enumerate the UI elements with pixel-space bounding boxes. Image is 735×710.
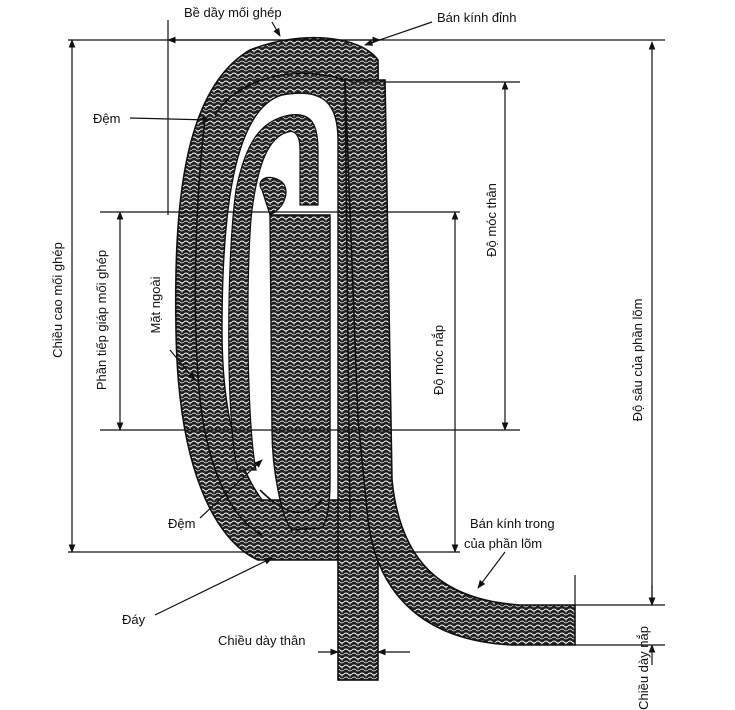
- compound-line-center: [344, 79, 351, 521]
- label-body-hook: Độ móc thân: [484, 183, 499, 257]
- label-crown-radius: Bán kính đỉnh: [437, 10, 517, 25]
- countersink-radius-leader: [477, 551, 506, 589]
- compound-line-top: [214, 72, 346, 116]
- labels: Bề dầy mối ghép Bán kính đỉnh Đệm Chiều …: [50, 5, 651, 710]
- leader-lines: [129, 21, 506, 616]
- label-seam-thickness: Bề dầy mối ghép: [184, 5, 282, 20]
- label-overlap: Phần tiếp giáp mối ghép: [94, 250, 109, 390]
- seam-body: [174, 36, 576, 681]
- label-body-thickness: Chiều dày thân: [218, 633, 305, 648]
- outer-surface-leader: [169, 349, 196, 381]
- countersink-wall: [344, 79, 576, 646]
- compound-top-leader: [129, 116, 211, 124]
- base-leader: [154, 557, 273, 616]
- compound-line-outer: [194, 119, 263, 536]
- compound-line-inner: [259, 489, 323, 514]
- seam-thickness-leader: [271, 21, 281, 37]
- label-cover-hook: Độ móc nắp: [431, 325, 446, 395]
- label-countersink-radius-2: của phần lõm: [464, 536, 542, 551]
- label-compound-top: Đệm: [93, 111, 120, 126]
- label-seam-height: Chiều cao mối ghép: [50, 242, 65, 358]
- body-hook-band: [269, 214, 331, 531]
- compound-bottom-leader: [199, 459, 263, 519]
- label-countersink-radius-1: Bán kính trong: [470, 516, 555, 531]
- cover-hook-band: [228, 114, 319, 471]
- body-hook-curl: [259, 176, 287, 216]
- label-outer-surface: Mặt ngoài: [148, 276, 163, 333]
- label-base: Đáy: [122, 612, 146, 627]
- label-countersink-depth: Độ sâu của phần lõm: [630, 299, 645, 422]
- dimension-lines: [68, 20, 665, 665]
- label-lid-thickness: Chiều dày nắp: [636, 626, 651, 710]
- label-compound-bottom: Đệm: [168, 516, 195, 531]
- crown-radius-leader: [364, 21, 433, 46]
